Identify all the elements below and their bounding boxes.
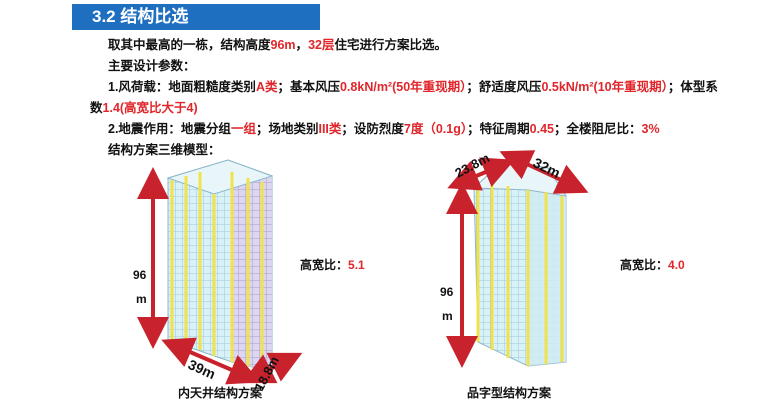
wind-label: 1.风荷载：地面粗糙度类别 xyxy=(108,80,256,94)
model-title: 结构方案三维模型： xyxy=(108,143,221,157)
length-arrow-right xyxy=(499,150,589,194)
intro-text: 取其中最高的一栋，结构高度 xyxy=(108,38,271,52)
seismic-text: ；场地类别 xyxy=(255,122,319,136)
wind-text: 数 xyxy=(90,101,103,115)
intro-text-end: 住宅进行方案比选。 xyxy=(334,38,447,52)
width-arrow-right xyxy=(447,157,515,191)
roughness-category: A类 xyxy=(255,80,278,94)
caption-inner-courtyard: 内天井结构方案 xyxy=(178,386,263,400)
fortification-intensity: 7度（0.1g） xyxy=(403,122,468,136)
section-header: 3.2 结构比选 xyxy=(72,4,320,30)
wind-text: ；基本风压 xyxy=(277,80,340,94)
damping-ratio: 3% xyxy=(641,122,660,136)
seismic-text: ；特征周期 xyxy=(467,122,530,136)
height-number-left: 96 xyxy=(133,268,147,282)
height-unit-right: m xyxy=(442,309,453,323)
wind-text: ；舒适度风压 xyxy=(466,80,542,94)
seismic-line: 2.地震作用：地震分组一组；场地类别III类；设防烈度7度（0.1g）；特征周期… xyxy=(108,118,660,137)
basic-wind-pressure: 0.8kN/m²(50年重现期） xyxy=(339,80,467,94)
floor-count: 32层 xyxy=(308,38,335,52)
wind-load-line: 1.风荷载：地面粗糙度类别A类；基本风压0.8kN/m²(50年重现期）；舒适度… xyxy=(108,76,718,95)
wind-load-line-cont: 数1.4(高宽比大于4) xyxy=(90,97,198,116)
structure-height: 96m xyxy=(270,38,296,52)
inner-courtyard-building-model xyxy=(166,159,274,373)
width-arrow-left xyxy=(241,352,303,384)
aspect-ratio-label: 高宽比： xyxy=(620,258,669,272)
aspect-ratio-label: 高宽比： xyxy=(300,258,349,272)
height-unit-left: m xyxy=(136,292,147,306)
seismic-text: ；全楼阻尼比： xyxy=(553,122,642,136)
height-number-right: 96 xyxy=(440,285,454,299)
aspect-ratio-value: 4.0 xyxy=(668,258,685,272)
site-category: III类 xyxy=(318,122,342,136)
aspect-ratio-right: 高宽比：4.0 xyxy=(620,256,685,273)
seismic-group: 一组 xyxy=(230,122,256,136)
seismic-text: ；设防烈度 xyxy=(341,122,404,136)
wind-text: ；体型系 xyxy=(667,80,718,94)
characteristic-period: 0.45 xyxy=(529,122,554,136)
aspect-ratio-value: 5.1 xyxy=(348,258,365,272)
seismic-label: 2.地震作用：地震分组 xyxy=(108,122,231,136)
caption-pin-shaped: 品字型结构方案 xyxy=(467,386,552,400)
intro-comma: ， xyxy=(295,38,309,52)
intro-line: 取其中最高的一栋，结构高度96m，32层住宅进行方案比选。 xyxy=(108,34,447,53)
design-params-title: 主要设计参数： xyxy=(108,59,196,73)
comfort-wind-pressure: 0.5kN/m²(10年重现期） xyxy=(541,80,668,94)
length-arrow-left xyxy=(161,337,261,385)
aspect-ratio-left: 高宽比：5.1 xyxy=(300,256,365,273)
pin-shaped-building-model xyxy=(472,159,568,367)
shape-coefficient: 1.4(高宽比大于4) xyxy=(102,101,198,115)
